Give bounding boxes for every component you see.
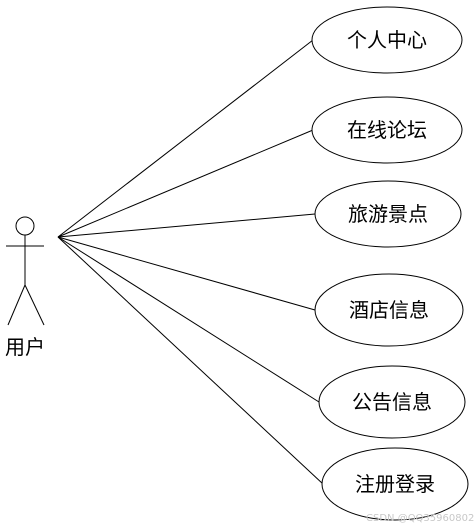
association-line (57, 236, 316, 311)
use-case-ellipse (314, 273, 464, 347)
use-case-register-login: 注册登录 (321, 447, 469, 521)
use-case-ellipse (321, 447, 469, 521)
use-case-hotel-info: 酒店信息 (314, 273, 464, 347)
use-case-label: 注册登录 (355, 472, 435, 496)
watermark: CSDN @QQ3596080293 (366, 513, 475, 524)
actor-user (6, 216, 45, 326)
use-case-ellipse (311, 6, 463, 74)
use-case-label: 在线论坛 (347, 118, 427, 142)
association-line (57, 236, 324, 485)
association-line (57, 39, 314, 238)
use-case-personal-center: 个人中心 (311, 6, 463, 74)
actor-leg-left (7, 284, 26, 326)
actor-label: 用户 (5, 335, 45, 359)
use-case-ellipse (318, 365, 466, 439)
actor-leg-right (24, 284, 45, 326)
actor-head (15, 216, 35, 236)
use-case-ellipse (314, 180, 462, 248)
associations (57, 39, 324, 485)
use-case-label: 个人中心 (347, 28, 427, 52)
association-line (57, 213, 316, 238)
association-line (57, 236, 320, 403)
use-case-announcements: 公告信息 (318, 365, 466, 439)
use-case-label: 酒店信息 (349, 298, 429, 322)
association-line (57, 129, 314, 238)
use-case-label: 旅游景点 (348, 202, 428, 226)
use-case-scenic-spots: 旅游景点 (314, 180, 462, 248)
use-case-label: 公告信息 (352, 390, 432, 414)
use-case-ellipse (311, 96, 463, 164)
use-case-online-forum: 在线论坛 (311, 96, 463, 164)
